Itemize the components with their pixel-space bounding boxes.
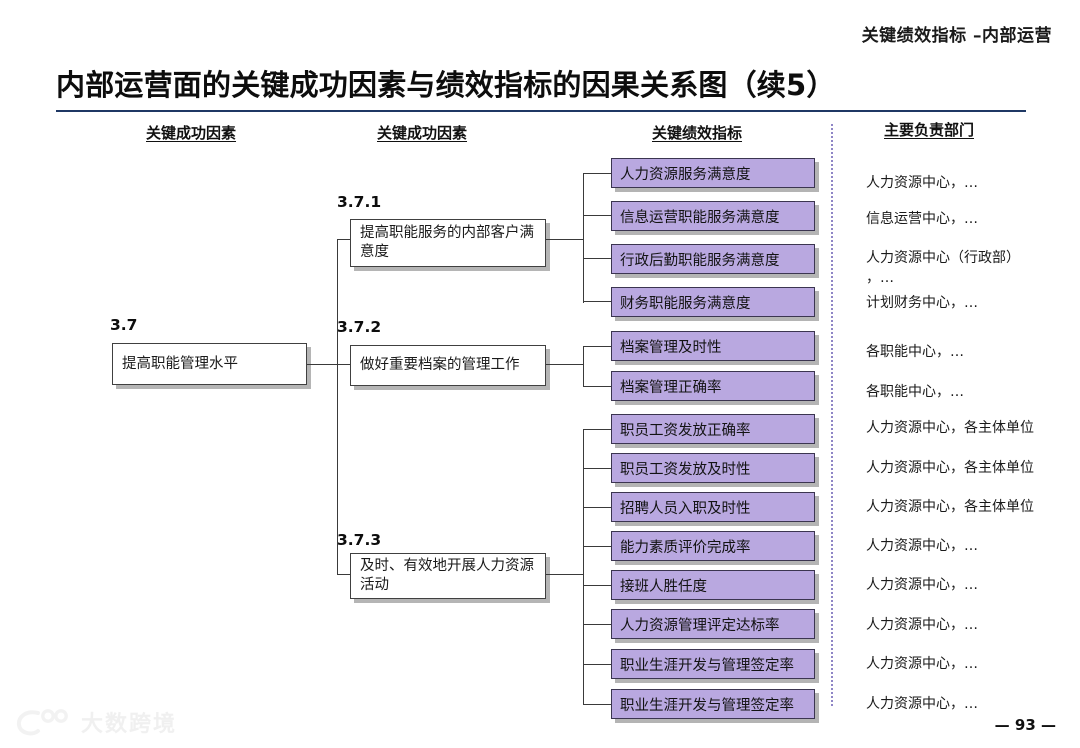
connector-bus-3-7-1	[583, 173, 584, 303]
dept-3-7: 人力资源中心，…	[866, 656, 978, 672]
kpi-label-3-4: 能力素质评价完成率	[620, 539, 751, 556]
connector-kpi-3-7	[583, 664, 611, 665]
kpi-box-3-2[interactable]: 职员工资发放及时性	[611, 453, 815, 483]
brand-logo-icon	[16, 709, 68, 736]
watermark: 大数跨境	[16, 706, 177, 738]
connector-kpi-1-1	[583, 173, 611, 174]
kpi-box-3-4[interactable]: 能力素质评价完成率	[611, 531, 815, 561]
kpi-label-1-3: 行政后勤职能服务满意度	[620, 252, 780, 269]
connector-bus-3-7-3	[583, 429, 584, 704]
column-header-1: 关键成功因素	[146, 124, 237, 142]
kpi-label-2-1: 档案管理及时性	[620, 339, 722, 356]
connector-kpi-1-2	[583, 215, 611, 216]
kpi-label-3-1: 职员工资发放正确率	[620, 422, 751, 439]
dept-1-1: 人力资源中心，…	[866, 175, 978, 191]
node-3-7-3[interactable]: 及时、有效地开展人力资源活动	[350, 553, 546, 599]
connector-out-3-7-3	[546, 574, 583, 575]
kpi-box-1-3[interactable]: 行政后勤职能服务满意度	[611, 244, 815, 274]
root-node-number: 3.7	[110, 316, 138, 334]
dept-3-4: 人力资源中心，…	[866, 538, 978, 554]
dept-1-4: 计划财务中心，…	[866, 295, 978, 311]
kpi-box-3-1[interactable]: 职员工资发放正确率	[611, 414, 815, 444]
connector-kpi-2-2	[583, 386, 611, 387]
dept-3-3: 人力资源中心，各主体单位	[866, 499, 1034, 515]
connector-in-3-7-3	[337, 574, 350, 575]
dept-3-5: 人力资源中心，…	[866, 577, 978, 593]
kpi-label-1-2: 信息运营职能服务满意度	[620, 209, 780, 226]
connector-kpi-3-3	[583, 507, 611, 508]
dept-1-3: 人力资源中心（行政部） ，…	[866, 250, 1020, 287]
node-3-7-2[interactable]: 做好重要档案的管理工作	[350, 345, 546, 386]
connector-kpi-3-8	[583, 704, 611, 705]
kpi-label-1-1: 人力资源服务满意度	[620, 166, 751, 183]
connector-bus-3-7-2	[583, 346, 584, 386]
page-title: 内部运营面的关键成功因素与绩效指标的因果关系图（续5）	[56, 68, 836, 102]
node-3-7-3-label: 及时、有效地开展人力资源活动	[360, 558, 534, 593]
connector-kpi-3-2	[583, 468, 611, 469]
connector-kpi-3-6	[583, 624, 611, 625]
kpi-box-2-1[interactable]: 档案管理及时性	[611, 331, 815, 361]
kpi-label-1-4: 财务职能服务满意度	[620, 295, 751, 312]
title-divider-rule	[56, 110, 1026, 112]
kpi-label-3-3: 招聘人员入职及时性	[620, 500, 751, 517]
connector-kpi-1-4	[583, 301, 611, 302]
node-3-7-1-label: 提高职能服务的内部客户满意度	[360, 225, 534, 260]
dept-2-1: 各职能中心，…	[866, 344, 964, 360]
column-header-3: 关键绩效指标	[652, 124, 743, 142]
connector-kpi-1-3	[583, 258, 611, 259]
dept-1-2: 信息运营中心，…	[866, 211, 978, 227]
kpi-box-1-4[interactable]: 财务职能服务满意度	[611, 287, 815, 317]
kpi-label-3-6: 人力资源管理评定达标率	[620, 617, 780, 634]
kpi-label-2-2: 档案管理正确率	[620, 379, 722, 396]
kpi-box-3-7[interactable]: 职业生涯开发与管理签定率	[611, 649, 815, 679]
connector-kpi-3-4	[583, 546, 611, 547]
dept-3-8: 人力资源中心，…	[866, 696, 978, 712]
kpi-box-1-2[interactable]: 信息运营职能服务满意度	[611, 201, 815, 231]
kpi-label-3-8: 职业生涯开发与管理签定率	[620, 697, 794, 714]
branch-number-3-7-3: 3.7.3	[337, 531, 382, 549]
connector-kpi-3-5	[583, 585, 611, 586]
dept-3-2: 人力资源中心，各主体单位	[866, 460, 1034, 476]
node-3-7-2-label: 做好重要档案的管理工作	[360, 357, 520, 374]
connector-out-3-7-2	[546, 364, 583, 365]
connector-kpi-2-1	[583, 346, 611, 347]
kpi-label-3-7: 职业生涯开发与管理签定率	[620, 657, 794, 674]
dept-3-1: 人力资源中心，各主体单位	[866, 420, 1034, 436]
kpi-box-3-8[interactable]: 职业生涯开发与管理签定率	[611, 689, 815, 719]
connector-root-out	[307, 364, 337, 365]
connector-root-spine	[337, 239, 338, 574]
dept-2-2: 各职能中心，…	[866, 384, 964, 400]
column-header-2: 关键成功因素	[377, 124, 468, 142]
branch-number-3-7-1: 3.7.1	[337, 193, 382, 211]
node-3-7-label: 提高职能管理水平	[122, 355, 238, 372]
kpi-box-1-1[interactable]: 人力资源服务满意度	[611, 158, 815, 188]
kpi-box-3-6[interactable]: 人力资源管理评定达标率	[611, 609, 815, 639]
node-3-7-1[interactable]: 提高职能服务的内部客户满意度	[350, 219, 546, 267]
page-number: — 93 —	[994, 716, 1056, 734]
kpi-box-3-5[interactable]: 接班人胜任度	[611, 570, 815, 600]
column-header-4: 主要负责部门	[884, 121, 975, 139]
slide-kicker: 关键绩效指标 –内部运营	[861, 26, 1052, 46]
kpi-box-2-2[interactable]: 档案管理正确率	[611, 371, 815, 401]
kpi-label-3-2: 职员工资发放及时性	[620, 461, 751, 478]
branch-number-3-7-2: 3.7.2	[337, 318, 382, 336]
connector-kpi-3-1	[583, 429, 611, 430]
connector-in-3-7-2	[337, 364, 350, 365]
connector-in-3-7-1	[337, 239, 350, 240]
department-column-divider	[831, 124, 833, 706]
connector-out-3-7-1	[546, 239, 583, 240]
dept-3-6: 人力资源中心，…	[866, 617, 978, 633]
watermark-text: 大数跨境	[81, 712, 178, 737]
kpi-label-3-5: 接班人胜任度	[620, 578, 707, 595]
node-3-7[interactable]: 提高职能管理水平	[112, 343, 307, 385]
kpi-box-3-3[interactable]: 招聘人员入职及时性	[611, 492, 815, 522]
